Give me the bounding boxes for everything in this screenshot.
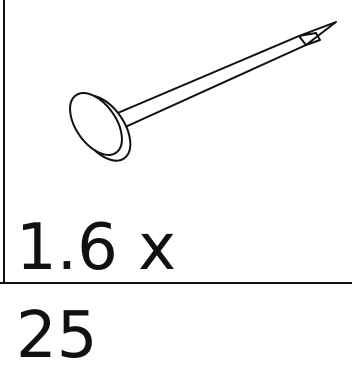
size-label-line1: 1.6 x — [16, 211, 176, 285]
size-label-line2: 25 — [16, 299, 98, 373]
frame-left-border — [3, 0, 5, 282]
nail-icon — [69, 21, 337, 162]
frame-divider — [0, 282, 352, 284]
